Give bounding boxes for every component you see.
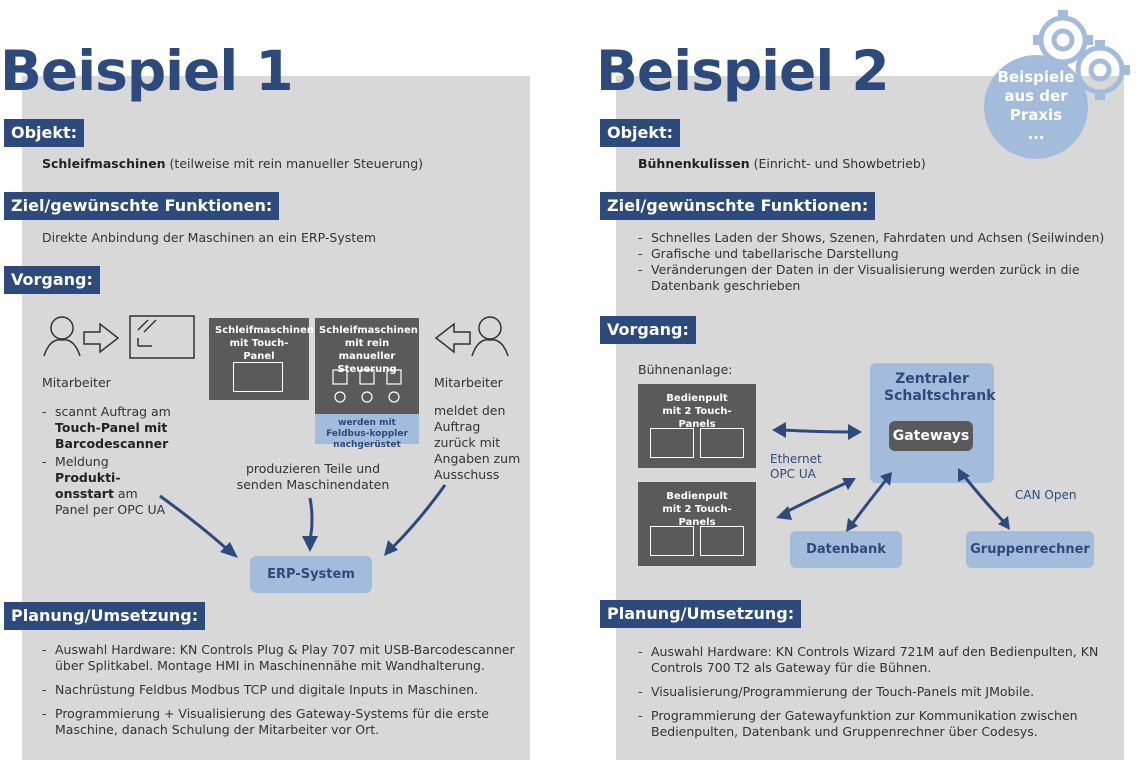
list-item: Schnelles Laden der Shows, Szenen, Fahrd… bbox=[638, 230, 1108, 246]
tablet-icon bbox=[700, 428, 744, 458]
list-item: Visualisierung/Programmierung der Touch-… bbox=[638, 684, 1116, 700]
left-planung-header: Planung/Umsetzung: bbox=[4, 602, 206, 630]
machine-touchpanel-box: Schleifmaschinen mit Touch-Panel bbox=[209, 318, 314, 400]
list-item: Programmierung der Gatewayfunktion zur K… bbox=[638, 708, 1116, 740]
badge-line: ... bbox=[1027, 125, 1045, 143]
right-ziel-header: Ziel/gewünschte Funktionen: bbox=[600, 192, 876, 220]
schaltschrank-label: Zentraler Schaltschrank bbox=[884, 371, 996, 404]
right-objekt-header: Objekt: bbox=[600, 119, 681, 147]
left-ziel-header: Ziel/gewünschte Funktionen: bbox=[4, 192, 280, 220]
badge-line: Beispiele bbox=[997, 68, 1075, 86]
tablet-icon bbox=[233, 362, 283, 392]
list-item: Nachrüstung Feldbus Modbus TCP und digit… bbox=[42, 682, 520, 698]
list-item: Auswahl Hardware: KN Controls Wizard 721… bbox=[638, 644, 1116, 676]
left-ziel-text: Direkte Anbindung der Maschinen an ein E… bbox=[42, 230, 377, 245]
list-item: Veränderungen der Daten in der Visualisi… bbox=[638, 262, 1108, 294]
bedienpult-1-label: Bedienpult mit 2 Touch-Panels bbox=[662, 393, 732, 430]
list-item: Programmierung + Visualisierung des Gate… bbox=[42, 706, 520, 738]
item-text: Meldung bbox=[55, 454, 109, 469]
machine-controls-icon bbox=[332, 369, 402, 403]
list-item: scannt Auftrag am Touch-Panel mit Barcod… bbox=[42, 404, 172, 452]
bedienpult-1-box: Bedienpult mit 2 Touch-Panels bbox=[638, 384, 756, 468]
item-text: am Panel per OPC UA bbox=[55, 486, 166, 517]
ethernet-label: Ethernet OPC UA bbox=[770, 452, 822, 481]
right-objekt-bold: Bühnenkulissen bbox=[638, 156, 750, 171]
worker-right-label: Mitarbeiter bbox=[434, 375, 503, 390]
right-vorgang-header: Vorgang: bbox=[600, 316, 696, 344]
datenbank-box: Datenbank bbox=[790, 531, 902, 568]
item-text: scannt Auftrag am bbox=[55, 404, 171, 419]
gateways-box: Gateways bbox=[889, 421, 973, 451]
list-item: Grafische und tabellarische Darstellung bbox=[638, 246, 1108, 262]
machine-manual-box: Schleifmaschinen mit rein manueller Steu… bbox=[315, 318, 419, 414]
badge-line: Praxis bbox=[1009, 106, 1063, 124]
left-objekt-rest: (teilweise mit rein manueller Steuerung) bbox=[165, 156, 424, 171]
tablet-icon bbox=[650, 526, 694, 556]
left-objekt-bold: Schleifmaschinen bbox=[42, 156, 166, 171]
worker-left-tasks: scannt Auftrag am Touch-Panel mit Barcod… bbox=[42, 404, 172, 520]
item-bold: Touch-Panel mit Barcodescanner bbox=[55, 420, 169, 451]
badge-line: aus der bbox=[1004, 87, 1068, 105]
item-bold: Produkti-onsstart bbox=[55, 470, 121, 501]
list-item: Meldung Produkti-onsstart am Panel per O… bbox=[42, 454, 172, 518]
production-text: produzieren Teile und senden Maschinenda… bbox=[236, 461, 390, 492]
right-planung-header: Planung/Umsetzung: bbox=[600, 600, 802, 628]
list-item: Auswahl Hardware: KN Controls Plug & Pla… bbox=[42, 642, 520, 674]
bedienpult-2-label: Bedienpult mit 2 Touch-Panels bbox=[662, 491, 732, 528]
erp-system-box: ERP-System bbox=[250, 556, 372, 593]
buehnenanlage-label: Bühnenanlage: bbox=[638, 362, 733, 377]
right-planung-list: Auswahl Hardware: KN Controls Wizard 721… bbox=[638, 644, 1116, 748]
gruppenrechner-box: Gruppenrechner bbox=[966, 531, 1094, 568]
right-title: Beispiel 2 bbox=[596, 39, 890, 103]
left-title: Beispiel 1 bbox=[0, 39, 294, 103]
left-objekt-text: Schleifmaschinen (teilweise mit rein man… bbox=[42, 156, 512, 172]
praxis-badge: Beispiele aus der Praxis ... bbox=[984, 55, 1088, 159]
worker-right-text: meldet den Auftrag zurück mit Angaben zu… bbox=[434, 403, 521, 482]
machine-touchpanel-label: Schleifmaschinen mit Touch-Panel bbox=[215, 325, 314, 362]
left-objekt-header: Objekt: bbox=[4, 119, 85, 147]
right-objekt-text: Bühnenkulissen (Einricht- und Showbetrie… bbox=[638, 156, 1038, 172]
left-vorgang-header: Vorgang: bbox=[4, 266, 100, 294]
tablet-icon bbox=[700, 526, 744, 556]
machine-manual-note: werden mit Feldbus-koppler nachgerüstet bbox=[315, 414, 419, 450]
canopen-label: CAN Open bbox=[1015, 488, 1077, 502]
right-objekt-rest: (Einricht- und Showbetrieb) bbox=[749, 156, 926, 171]
bedienpult-2-box: Bedienpult mit 2 Touch-Panels bbox=[638, 482, 756, 566]
worker-left-label: Mitarbeiter bbox=[42, 375, 111, 390]
left-planung-list: Auswahl Hardware: KN Controls Plug & Pla… bbox=[42, 642, 520, 746]
right-ziel-list: Schnelles Laden der Shows, Szenen, Fahrd… bbox=[638, 230, 1108, 294]
tablet-icon bbox=[650, 428, 694, 458]
